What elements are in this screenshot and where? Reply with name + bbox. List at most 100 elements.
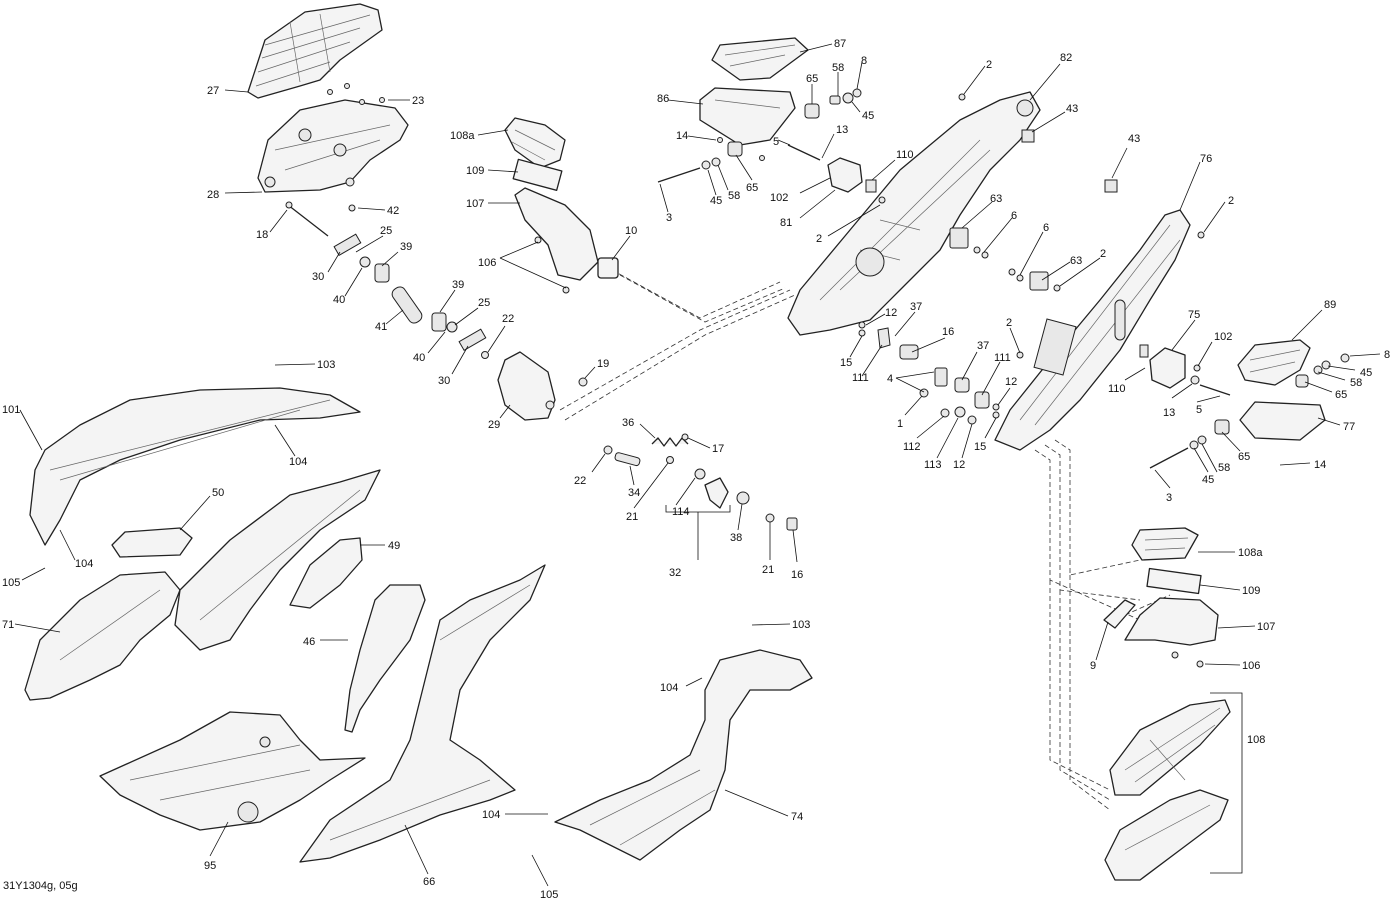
callout-2: 2 <box>1228 195 1234 207</box>
callout-108a: 108a <box>1238 547 1263 559</box>
bracket-75 <box>1139 344 1350 396</box>
peg-108a-bottom <box>1131 527 1199 561</box>
callout-40: 40 <box>413 352 425 364</box>
callout-37: 37 <box>977 340 989 352</box>
callout-107: 107 <box>466 198 484 210</box>
hardware-frames <box>858 93 1205 425</box>
callout-49: 49 <box>388 540 400 552</box>
callout-65: 65 <box>1238 451 1250 463</box>
callout-46: 46 <box>303 636 315 648</box>
hardware-left-column <box>285 83 489 359</box>
callout-104: 104 <box>75 558 93 570</box>
callout-65: 65 <box>746 182 758 194</box>
callout-2: 2 <box>816 233 822 245</box>
callout-87: 87 <box>834 38 846 50</box>
panel-74 <box>554 649 813 861</box>
callout-15: 15 <box>974 441 986 453</box>
peg-109-bottom <box>1146 567 1202 595</box>
callout-58: 58 <box>832 62 844 74</box>
callout-58: 58 <box>1218 462 1230 474</box>
callout-12: 12 <box>885 307 897 319</box>
callout-12: 12 <box>1005 376 1017 388</box>
callout-30: 30 <box>312 271 324 283</box>
callout-42: 42 <box>387 205 399 217</box>
callout-63: 63 <box>990 193 1002 205</box>
callout-43: 43 <box>1128 133 1140 145</box>
callout-37: 37 <box>910 301 922 313</box>
callout-105: 105 <box>2 577 20 589</box>
callout-112: 112 <box>903 441 921 453</box>
callout-2: 2 <box>986 59 992 71</box>
callout-103: 103 <box>317 359 335 371</box>
callout-45: 45 <box>710 195 722 207</box>
leader-lines <box>14 43 1381 887</box>
callout-65: 65 <box>1335 389 1347 401</box>
callout-108a: 108a <box>450 130 475 142</box>
panel-49 <box>289 537 363 609</box>
callout-34: 34 <box>628 487 640 499</box>
callout-89: 89 <box>1324 299 1336 311</box>
callout-109: 109 <box>1242 585 1260 597</box>
callout-4: 4 <box>887 373 893 385</box>
callout-3: 3 <box>666 212 672 224</box>
callout-14: 14 <box>1314 459 1326 471</box>
callout-27: 27 <box>207 85 219 97</box>
callout-109: 109 <box>466 165 484 177</box>
diagram-reference-code: 31Y1304g, 05g <box>3 880 78 892</box>
callout-110: 110 <box>1108 383 1126 395</box>
callout-28: 28 <box>207 189 219 201</box>
callout-103: 103 <box>792 619 810 631</box>
callout-43: 43 <box>1066 103 1078 115</box>
callout-6: 6 <box>1011 210 1017 222</box>
callout-113: 113 <box>924 459 942 471</box>
panel-71 <box>24 469 381 701</box>
callout-36: 36 <box>622 417 634 429</box>
callout-50: 50 <box>212 487 224 499</box>
hardware-center-top <box>657 88 877 193</box>
peg-top-87 <box>711 37 809 81</box>
callout-114: 114 <box>672 506 690 518</box>
panel-50 <box>111 527 193 558</box>
callout-21: 21 <box>626 511 638 523</box>
callout-10: 10 <box>625 225 637 237</box>
callout-41: 41 <box>375 321 387 333</box>
callout-30: 30 <box>438 375 450 387</box>
callout-13: 13 <box>836 124 848 136</box>
callout-86: 86 <box>657 93 669 105</box>
callout-18: 18 <box>256 229 268 241</box>
callout-22: 22 <box>574 475 586 487</box>
callout-39: 39 <box>452 279 464 291</box>
callout-45: 45 <box>1202 474 1214 486</box>
callout-101: 101 <box>2 404 20 416</box>
callout-45: 45 <box>862 110 874 122</box>
callout-110: 110 <box>896 149 914 161</box>
callout-21: 21 <box>762 564 774 576</box>
frame-76 <box>994 179 1191 451</box>
callout-76: 76 <box>1200 153 1212 165</box>
bracket-29 <box>497 351 588 421</box>
callout-107: 107 <box>1257 621 1275 633</box>
callout-39: 39 <box>400 241 412 253</box>
callout-6: 6 <box>1043 222 1049 234</box>
callout-63: 63 <box>1070 255 1082 267</box>
callout-12: 12 <box>953 459 965 471</box>
callout-16: 16 <box>942 326 954 338</box>
callout-111: 111 <box>994 352 1011 364</box>
dashed-guide-lines <box>559 269 1171 811</box>
peg-plate-77 <box>1149 401 1326 469</box>
peg-107-bottom <box>1103 597 1219 668</box>
peg-assembly-center <box>504 117 619 294</box>
callout-104: 104 <box>289 456 307 468</box>
callout-13: 13 <box>1163 407 1175 419</box>
panel-66 <box>299 564 546 863</box>
callout-74: 74 <box>791 811 803 823</box>
callout-102: 102 <box>1214 331 1232 343</box>
callout-22: 22 <box>502 313 514 325</box>
callout-8: 8 <box>861 55 867 67</box>
callout-58: 58 <box>1350 377 1362 389</box>
callout-102: 102 <box>770 192 788 204</box>
callout-38: 38 <box>730 532 742 544</box>
callout-71: 71 <box>2 619 14 631</box>
callout-45: 45 <box>1360 367 1372 379</box>
